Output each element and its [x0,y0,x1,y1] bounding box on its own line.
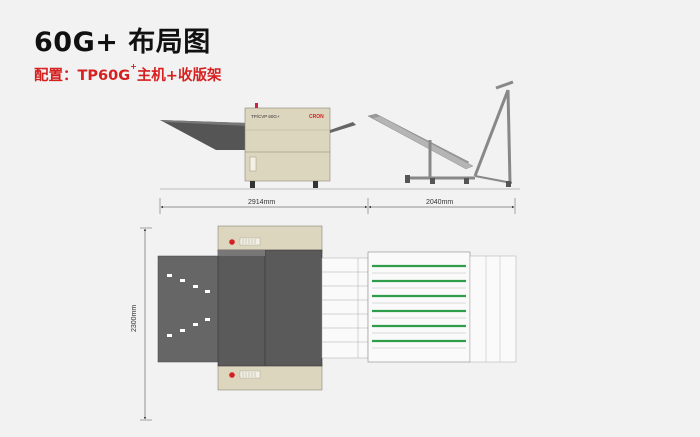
status-lamp [255,103,258,108]
config-subtitle: 配置：TP60G+主机+收版架 [34,62,222,85]
control-panel [249,156,257,172]
top-view [157,225,517,391]
main-machine-side: TP/CVP 60G+ CRON [244,103,331,188]
host-dimension-label: 2914mm [248,199,275,206]
emergency-stop-upper [229,239,235,245]
stacker-rack-side [367,80,514,187]
main-machine-top [217,225,323,391]
bridge-conveyor [330,122,356,133]
page-title: 60G+ 布局图 [34,27,211,58]
machine-body [244,107,331,182]
model-label: TP/CVP 60G+ [251,114,280,119]
machine-core [217,249,323,367]
config-prefix: 配置：TP60G [34,68,131,84]
input-tray-top [157,255,221,363]
top-cover-upper [217,225,323,253]
bridge-conveyor-top [321,257,369,359]
wheel-left [250,181,255,188]
rack-dimension-label: 2040mm [426,199,453,206]
side-view: TP/CVP 60G+ CRON [160,80,520,190]
brand-logo: CRON [309,114,324,120]
depth-dimension-label: 2300mm [131,305,138,332]
wheel-right [313,181,318,188]
input-tray [160,120,247,150]
top-cover-lower [217,363,323,391]
stacker-rack-top [367,251,517,363]
dimension-lines: 2914mm 2040mm 2300mm [131,198,516,421]
config-suffix: 主机+收版架 [136,68,222,84]
config-sup: + [130,62,137,71]
emergency-stop-lower [229,372,235,378]
